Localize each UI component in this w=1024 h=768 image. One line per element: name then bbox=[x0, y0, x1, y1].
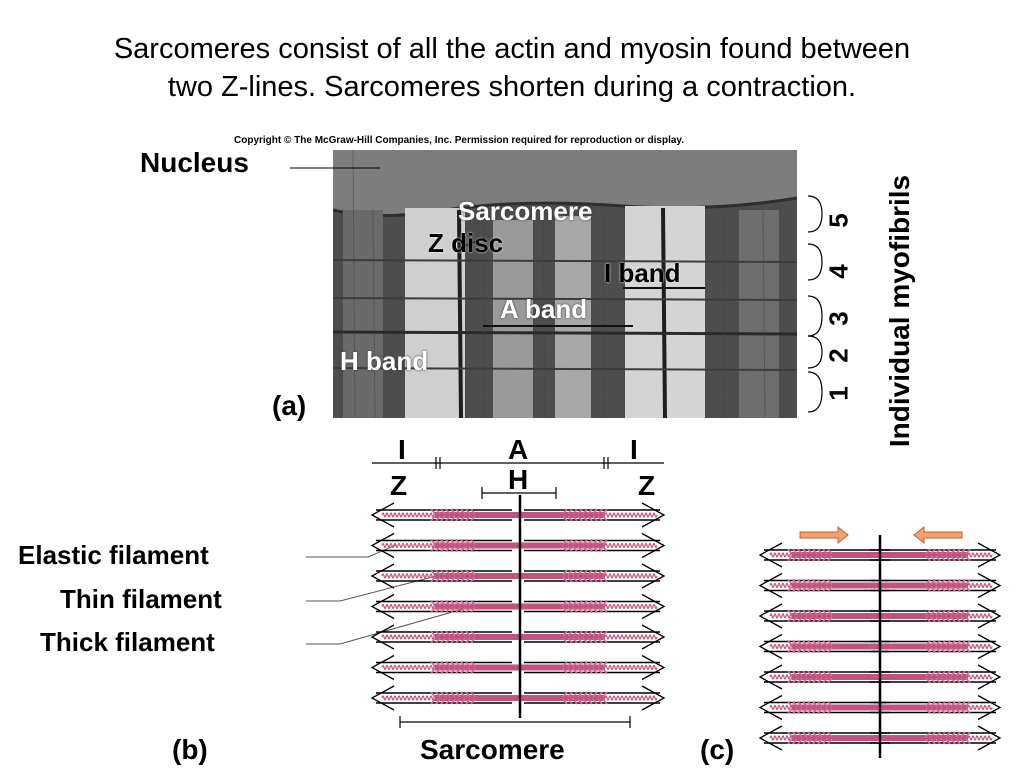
panel-a-label: (a) bbox=[272, 390, 307, 421]
sarcomere-diagram-contracted bbox=[758, 525, 1002, 758]
contraction-arrow bbox=[913, 525, 963, 545]
a-band-top-label: A bbox=[508, 434, 529, 465]
relaxed-row bbox=[370, 593, 666, 620]
thick-filament-label: Thick filament bbox=[40, 627, 215, 657]
title-line-2: two Z-lines. Sarcomeres shorten during a… bbox=[167, 71, 857, 103]
band-brackets bbox=[372, 457, 664, 728]
micrograph-art bbox=[333, 150, 797, 418]
i-band-right-label: I bbox=[630, 434, 638, 465]
h-band-label: H band bbox=[340, 346, 429, 376]
relaxed-row bbox=[370, 624, 666, 650]
electron-micrograph bbox=[333, 150, 797, 418]
panel-b-label: (b) bbox=[172, 734, 208, 765]
i-band-left-label: I bbox=[398, 434, 406, 465]
filament-leader-lines bbox=[306, 544, 471, 645]
nucleus-label: Nucleus bbox=[140, 147, 249, 178]
relaxed-row bbox=[370, 563, 666, 589]
sarcomere-label-a: Sarcomere bbox=[458, 196, 593, 226]
relaxed-row bbox=[370, 502, 666, 528]
copyright-notice: Copyright © The McGraw-Hill Companies, I… bbox=[234, 135, 685, 146]
sarcomere-label-b: Sarcomere bbox=[420, 734, 565, 765]
z-disc-label: Z disc bbox=[428, 228, 504, 258]
relaxed-row bbox=[370, 685, 666, 711]
sarcomere-diagram-relaxed bbox=[370, 495, 666, 718]
relaxed-row bbox=[370, 532, 666, 559]
elastic-filament-label: Elastic filament bbox=[18, 540, 209, 570]
slide-title: Sarcomeres consist of all the actin and … bbox=[0, 30, 1024, 106]
panel-c-label: (c) bbox=[700, 734, 735, 765]
i-band-label: I band bbox=[604, 258, 681, 288]
myofibril-brackets bbox=[807, 195, 823, 413]
z-line-left-label: Z bbox=[390, 470, 408, 501]
relaxed-row bbox=[370, 654, 666, 681]
z-line-right-label: Z bbox=[638, 470, 656, 501]
h-zone-label: H bbox=[508, 464, 529, 495]
title-line-1: Sarcomeres consist of all the actin and … bbox=[113, 33, 911, 65]
contraction-arrow bbox=[799, 525, 849, 545]
a-band-label: A band bbox=[500, 294, 588, 324]
thin-filament-label: Thin filament bbox=[60, 584, 222, 614]
